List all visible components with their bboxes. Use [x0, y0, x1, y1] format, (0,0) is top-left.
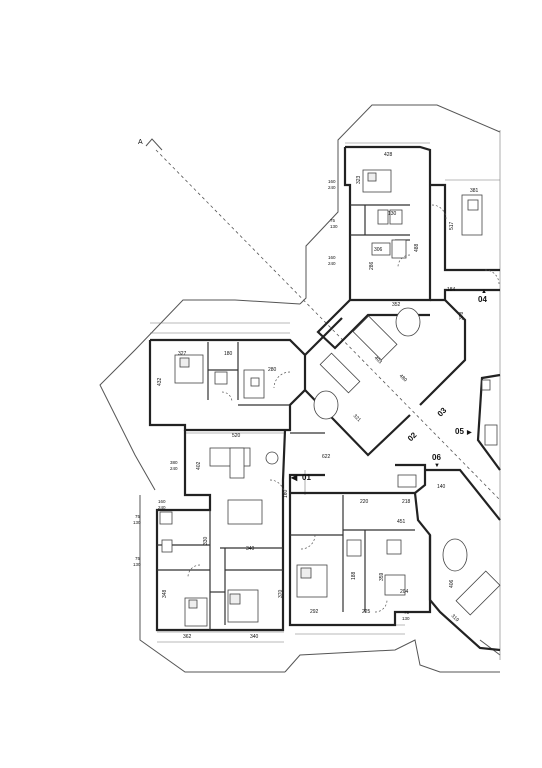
- dim-label: 622: [322, 454, 331, 460]
- unit-tag-05: 05 ▶: [455, 427, 472, 436]
- dim-label: 75: [404, 610, 410, 615]
- unit-tag-03-label: 03: [436, 405, 449, 418]
- unit-west-furniture: [174, 352, 361, 420]
- unit-tag-04-arrow: ▲: [481, 289, 487, 295]
- dim-label: 130: [133, 562, 141, 567]
- dim-label: 340: [246, 546, 255, 552]
- unit-tag-01: ◀ 01: [290, 473, 311, 482]
- dim-label: 330: [203, 536, 209, 545]
- dim-label: 292: [310, 609, 319, 615]
- dim-label: 451: [397, 519, 406, 525]
- unit-tag-05-label: 05: [455, 427, 464, 436]
- dimension-labels: 428 323 160 240 381 517 75 130 130 306 4…: [133, 152, 479, 640]
- unit-tag-01-arrow: ◀: [290, 473, 298, 482]
- unit-tag-06: 06 ▼: [432, 453, 441, 469]
- unit-tag-02: 02: [406, 430, 419, 443]
- section-marker-label: A: [138, 139, 143, 146]
- unit-tag-01-label: 01: [302, 473, 311, 482]
- dim-label: 140: [437, 484, 446, 490]
- dim-label: 218: [402, 499, 411, 505]
- dim-label: 327: [178, 351, 187, 357]
- dim-label: 240: [328, 261, 336, 266]
- dim-label: 130: [133, 520, 141, 525]
- dim-label: 352: [392, 302, 401, 308]
- unit-06-walls: [425, 468, 501, 652]
- dim-label: 321: [352, 413, 362, 423]
- unit-tag-05-arrow: ▶: [466, 429, 472, 436]
- dim-label: 362: [183, 634, 192, 640]
- dim-label: 160: [328, 255, 336, 260]
- dim-label: 432: [157, 377, 163, 386]
- dim-label: 319: [450, 613, 460, 623]
- unit-04-walls: [316, 145, 500, 406]
- dim-label: 520: [232, 433, 241, 439]
- dim-label: 204: [400, 589, 409, 595]
- dim-label: 188: [351, 571, 357, 580]
- dim-label: 480: [398, 373, 408, 383]
- unit-04-furniture: [352, 169, 500, 361]
- unit-centre-walls: [288, 463, 432, 627]
- dim-label: 184: [447, 287, 456, 293]
- dim-label: 359: [379, 572, 385, 581]
- dim-label: 348: [162, 589, 168, 598]
- dim-label: 488: [414, 243, 420, 252]
- dim-label: 180: [224, 351, 233, 357]
- unit-tag-03: 03: [436, 405, 449, 418]
- unit-tag-06-arrow: ▼: [434, 463, 440, 469]
- unit-tag-02-label: 02: [406, 430, 419, 443]
- dim-label: 75: [330, 218, 336, 223]
- dim-label: 428: [384, 152, 393, 158]
- unit-tag-04: ▲ 04: [478, 289, 487, 304]
- unit-06-furniture: [442, 538, 501, 616]
- dim-label: 220: [360, 499, 369, 505]
- unit-tag-04-label: 04: [478, 295, 487, 304]
- dim-label: 517: [449, 221, 455, 230]
- dim-label: 306: [374, 247, 383, 253]
- dim-label: 130: [402, 616, 410, 621]
- dim-label: 340: [250, 634, 259, 640]
- dim-label: 160: [283, 489, 289, 498]
- dim-label: 323: [356, 175, 362, 184]
- dim-label: 406: [449, 579, 455, 588]
- section-line: A: [138, 138, 501, 501]
- dim-label: 240: [328, 185, 336, 190]
- dim-label: 286: [369, 261, 375, 270]
- dim-label: 380: [170, 460, 178, 465]
- unit-tag-06-label: 06: [432, 453, 441, 462]
- unit-05-walls: [476, 373, 501, 471]
- dim-label: 280: [268, 367, 277, 373]
- dim-label: 130: [388, 211, 397, 217]
- dim-label: 225: [362, 609, 371, 615]
- dim-label: 75: [135, 556, 141, 561]
- dim-label: 75: [135, 514, 141, 519]
- dim-label: 160: [158, 499, 166, 504]
- unit-centre-furniture: [296, 474, 417, 613]
- building-outline: [99, 104, 501, 673]
- dim-label: 402: [196, 461, 202, 470]
- unit-01-walls: [155, 429, 287, 632]
- unit-01-furniture: [159, 447, 285, 627]
- dim-label: 378: [459, 311, 465, 320]
- dim-label: 381: [470, 188, 479, 194]
- dim-label: 240: [158, 505, 166, 510]
- dim-label: 370: [278, 589, 284, 598]
- dim-label: 130: [330, 224, 338, 229]
- dim-label: 403: [373, 355, 383, 365]
- dim-label: 240: [170, 466, 178, 471]
- dim-label: 160: [328, 179, 336, 184]
